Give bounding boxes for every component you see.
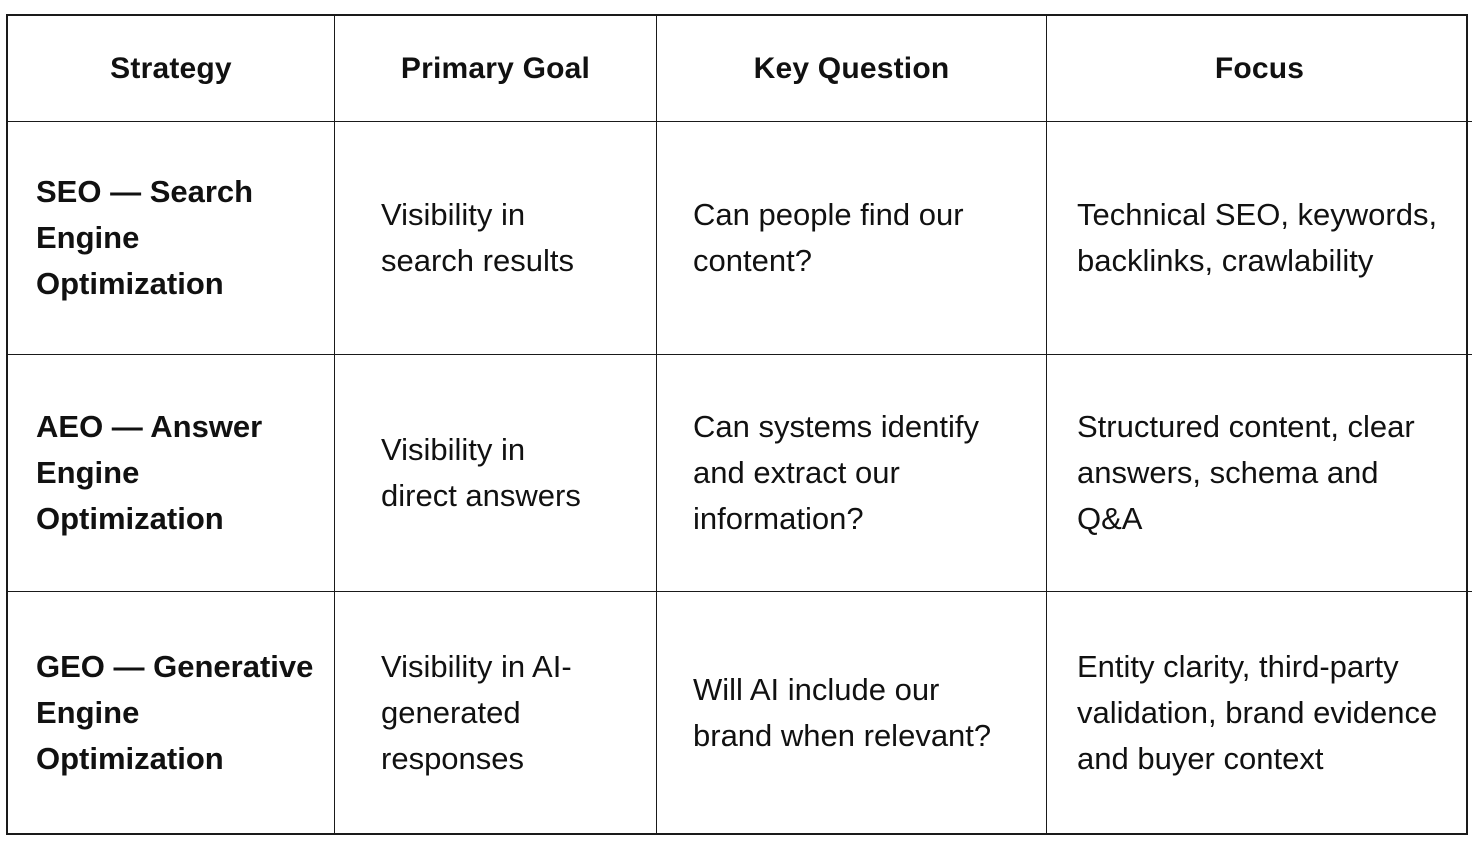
row-geo-goal: Visibility in AI-generated responses bbox=[335, 592, 657, 833]
geo-question-text: Will AI include our brand when relevant? bbox=[693, 671, 992, 753]
row-aeo-goal: Visibility in direct answers bbox=[335, 355, 657, 592]
seo-focus-text: Technical SEO, keywords, backlinks, craw… bbox=[1077, 197, 1438, 278]
header-strategy: Strategy bbox=[8, 16, 335, 122]
row-aeo-strategy: AEO — Answer Engine Optimization bbox=[8, 355, 335, 592]
comparison-table: Strategy Primary Goal Key Question Focus… bbox=[6, 14, 1472, 835]
row-geo-focus: Entity clarity, third-party validation, … bbox=[1047, 592, 1472, 833]
row-seo-focus: Technical SEO, keywords, backlinks, craw… bbox=[1047, 122, 1472, 355]
header-strategy-label: Strategy bbox=[110, 51, 232, 85]
seo-goal-text: Visibility in search results bbox=[381, 197, 574, 278]
header-key-question-label: Key Question bbox=[753, 51, 950, 85]
row-aeo-question: Can systems identify and extract our inf… bbox=[657, 355, 1047, 592]
header-primary-goal-label: Primary Goal bbox=[400, 51, 591, 85]
geo-strategy-text: GEO — Generative Engine Optimization bbox=[36, 648, 314, 776]
seo-question-text: Can people find our content? bbox=[693, 197, 964, 278]
aeo-question-text: Can systems identify and extract our inf… bbox=[693, 409, 979, 536]
geo-goal-text: Visibility in AI-generated responses bbox=[381, 648, 572, 776]
header-focus-label: Focus bbox=[1214, 51, 1305, 85]
row-seo-question: Can people find our content? bbox=[657, 122, 1047, 355]
row-seo-goal: Visibility in search results bbox=[335, 122, 657, 355]
geo-focus-text: Entity clarity, third-party validation, … bbox=[1077, 648, 1438, 776]
seo-strategy-text: SEO — Search Engine Optimization bbox=[36, 174, 254, 301]
header-focus: Focus bbox=[1047, 16, 1472, 122]
aeo-focus-text: Structured content, clear answers, schem… bbox=[1077, 409, 1415, 536]
row-geo-question: Will AI include our brand when relevant? bbox=[657, 592, 1047, 833]
row-seo-strategy: SEO — Search Engine Optimization bbox=[8, 122, 335, 355]
row-aeo-focus: Structured content, clear answers, schem… bbox=[1047, 355, 1472, 592]
aeo-strategy-text: AEO — Answer Engine Optimization bbox=[36, 409, 263, 536]
aeo-goal-text: Visibility in direct answers bbox=[381, 432, 581, 513]
row-geo-strategy: GEO — Generative Engine Optimization bbox=[8, 592, 335, 833]
header-key-question: Key Question bbox=[657, 16, 1047, 122]
header-primary-goal: Primary Goal bbox=[335, 16, 657, 122]
